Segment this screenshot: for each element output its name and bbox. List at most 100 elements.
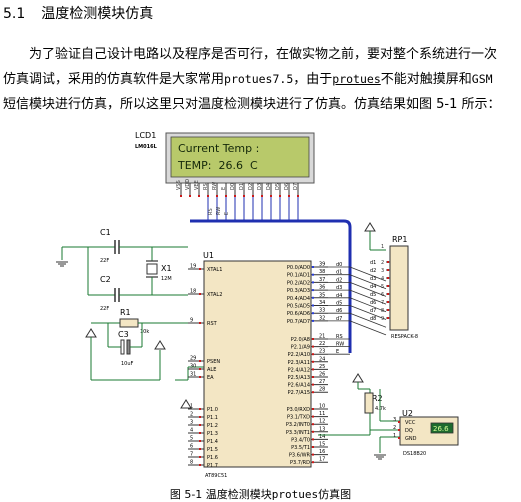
body-paragraph: 为了验证自己设计电路以及程序是否可行，在做实物之前，要对整个系统进行一次 仿真调…	[3, 42, 519, 117]
u2-model: DS18B20	[403, 451, 426, 457]
mcu-left-pin-marker	[199, 424, 201, 426]
rp1-pin-num: 5	[381, 284, 384, 290]
rp1-pin-marker	[387, 293, 389, 295]
mcu-right-pin-marker	[312, 289, 314, 292]
mcu-left-pin-name: XTAL1	[207, 267, 222, 273]
mcu-right-pin-marker	[312, 438, 314, 441]
p0-net-label: d6	[336, 308, 342, 314]
mcu-left-pin-name: P1.5	[207, 447, 218, 453]
lcd-pin-marker	[270, 195, 272, 197]
lcd-line-1: Current Temp :	[178, 142, 259, 155]
mcu-right-pin-marker	[312, 266, 314, 268]
mcu-left-pin-name: P1.1	[207, 415, 218, 421]
rp1-pin-marker	[387, 301, 389, 303]
lcd-pin-marker	[243, 195, 245, 197]
p0-to-rp1-wire	[349, 305, 387, 320]
lcd-pin-marker	[180, 195, 182, 197]
mcu-left-pin-marker	[199, 440, 201, 442]
mcu-right-pin-name: P2.1/A9	[291, 345, 310, 351]
lcd-pin-marker	[279, 195, 281, 197]
mcu-right-pin-marker	[312, 408, 314, 410]
u2-pin-marker	[398, 437, 400, 439]
rp1-pin-num: 9	[381, 316, 384, 322]
mcu-right-pin-marker	[312, 453, 314, 456]
rp1-pin-num: 7	[381, 300, 384, 306]
p0-net-label: d7	[336, 316, 342, 322]
u2-pin-name: DQ	[405, 428, 413, 434]
rp1-pin-marker	[387, 285, 389, 287]
mcu-left-pin-marker	[199, 268, 201, 270]
lcd-screen	[170, 136, 310, 178]
rp1-pin-num: 8	[381, 308, 384, 314]
mcu-left-pin-name: EA	[207, 375, 214, 381]
mcu-left-pin-num: 6	[190, 444, 193, 450]
bus-label: RW	[216, 207, 222, 215]
r2-body	[364, 392, 374, 414]
mcu-right-pin-marker	[312, 461, 314, 464]
rp1-net-label: d2	[370, 268, 376, 274]
rp1-net-label: d4	[370, 284, 376, 290]
mcu-right-pin-name: P0.6/AD6	[287, 311, 310, 317]
mcu-left-pin-num: 5	[190, 436, 193, 442]
mcu-left-pin-num: 4	[190, 428, 193, 434]
mcu-right-pin-marker	[312, 430, 314, 433]
bus-label: E	[224, 212, 230, 215]
p0-net-label: d3	[336, 285, 342, 291]
mcu-left-pin-marker	[199, 376, 201, 378]
mcu-right-pin-marker	[312, 281, 314, 284]
lcd-pin-label: D6	[284, 183, 290, 190]
mcu-right-pin-num: 24	[319, 356, 325, 362]
mcu-right-pin-name: P3.1/TXD	[287, 415, 310, 421]
reset-circuit: R1 10k C3 10uF	[85, 308, 204, 381]
u2-pin-name: GND	[405, 436, 417, 442]
mcu-right-pin-num: 22	[319, 341, 325, 347]
lcd-pin-marker	[261, 195, 263, 197]
mcu-left-pin-marker	[199, 408, 201, 410]
mcu-right-pin-marker	[312, 319, 314, 322]
rp1-pin-marker	[387, 269, 389, 271]
mcu-right-pin-name: P3.3/INT1	[286, 430, 310, 436]
lcd-pin-marker	[288, 195, 290, 197]
mcu-left-pin-name: P1.7	[207, 463, 218, 469]
software-version: protues7.5	[224, 72, 294, 86]
mcu-right-pin-marker	[312, 360, 314, 363]
mcu-right-pin-marker	[312, 391, 314, 394]
r1-body	[119, 318, 139, 328]
mcu-right-pin-name: P0.2/AD2	[287, 280, 310, 286]
mcu-left-pin-name: RST	[207, 321, 218, 327]
p0-net-label: d5	[336, 301, 342, 307]
mcu-left-pins: 19XTAL118XTAL29RST29PSEN30ALE31EA1P1.02P…	[188, 264, 222, 469]
lcd-pin-marker	[297, 195, 299, 197]
mcu-right-pin-num: 11	[319, 411, 325, 417]
mcu-right-pins: P0.0/AD039P0.1/AD138P0.2/AD237P0.3/AD336…	[286, 262, 328, 466]
mcu-right-pin-name: P2.2/A10	[288, 352, 310, 358]
rp1-body	[389, 245, 409, 331]
p0-to-rp1-wire	[349, 312, 387, 328]
mcu-ref: U1	[203, 251, 214, 260]
mcu-right-pin-marker	[312, 338, 314, 340]
mcu-body	[203, 260, 312, 468]
rp1-net-label: d1	[370, 260, 376, 266]
mcu-right-pin-name: P0.1/AD1	[287, 273, 310, 279]
lcd-pin-marker	[252, 195, 254, 197]
crystal-body	[146, 263, 158, 275]
mcu-right-pin-num: 38	[319, 269, 325, 275]
mcu-left-pin-name: XTAL2	[207, 292, 222, 298]
lcd-pin-label: D1	[239, 183, 245, 190]
c3-value: 10uF	[121, 361, 134, 367]
lcd-pin-label: E	[221, 187, 227, 190]
mcu-right-pin-num: 33	[319, 308, 325, 314]
p0-net-label: d4	[336, 293, 342, 299]
lcd-pin-marker	[189, 195, 191, 197]
rp1-pin-marker	[387, 317, 389, 319]
schematic-svg: LCD1 LM016L Current Temp : TEMP: 26.6 C …	[55, 131, 459, 479]
r1-ref: R1	[120, 308, 131, 317]
p2-net-label: RS	[336, 334, 343, 340]
mcu-right-pin-marker	[312, 368, 314, 371]
mcu-right-pin-marker	[312, 446, 314, 448]
mcu-left-pin-marker	[199, 464, 201, 466]
p0-to-rp1-wire	[349, 289, 387, 305]
